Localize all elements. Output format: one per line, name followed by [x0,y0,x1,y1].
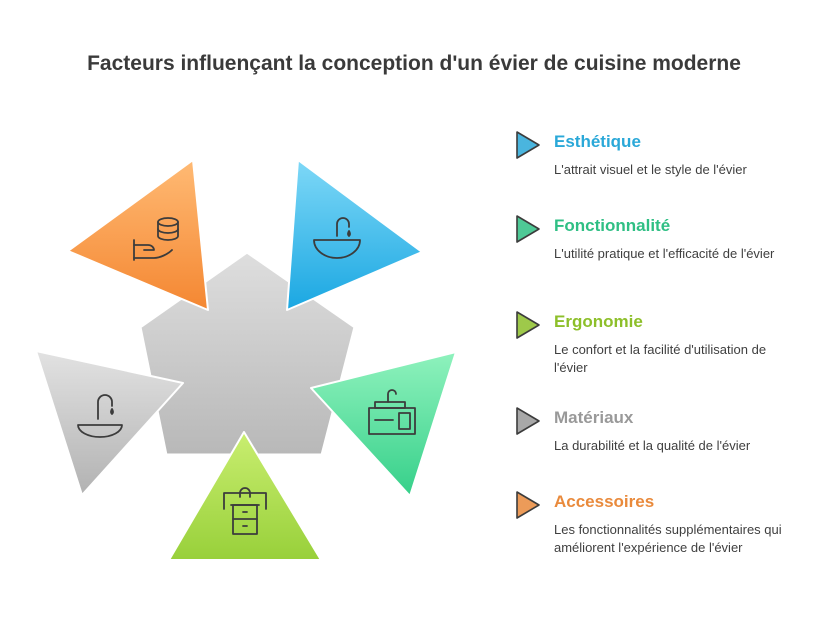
legend-description: La durabilité et la qualité de l'évier [554,438,751,453]
triangle-marker-icon [516,491,540,519]
sink-basin-icon [313,217,361,259]
triangle-marker-icon [516,131,540,159]
triangle-materiaux [35,350,184,496]
kitchen-counter-sink-icon [368,389,416,435]
legend-description: Le confort et la facilité d'utilisation … [554,342,767,375]
legend-heading: Fonctionnalité [554,216,671,235]
legend-heading: Esthétique [554,132,641,151]
legend-heading: Accessoires [554,492,655,511]
legend-description: L'attrait visuel et le style de l'évier [554,162,747,177]
legend-description: L'utilité pratique et l'efficacité de l'… [554,246,775,261]
legend-heading: Matériaux [554,408,634,427]
page-title: Facteurs influençant la conception d'un … [87,52,741,75]
faucet-drop-icon [77,394,123,438]
triangle-marker-icon [516,311,540,339]
legend-heading: Ergonomie [554,312,643,331]
triangle-marker-icon [516,407,540,435]
triangle-ergonomie [168,431,322,561]
sink-cabinet-icon [223,487,267,535]
database-hand-icon [133,217,179,261]
triangle-accessoires [67,159,209,311]
legend-description: Les fonctionnalités supplémentaires qui … [554,522,782,555]
triangle-marker-icon [516,215,540,243]
triangle-esthetique [286,159,423,311]
triangle-fonctionnalite [310,351,457,497]
